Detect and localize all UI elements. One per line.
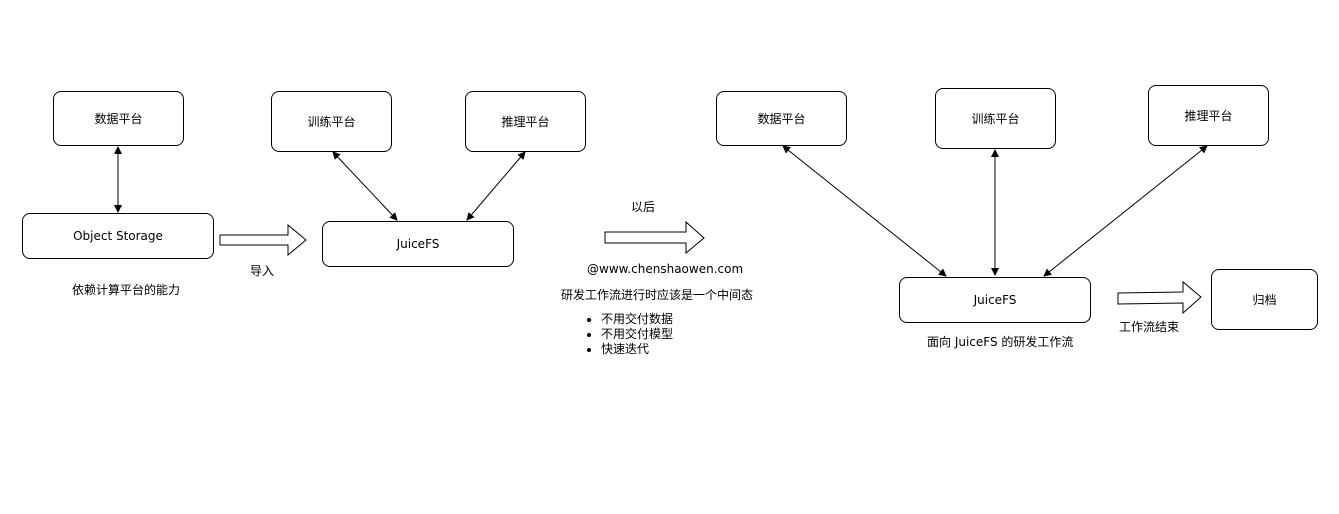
edge-right-data-platform-juicefs [782, 145, 947, 277]
infer-platform-label: 推理平台 [501, 115, 550, 129]
object-storage-node: Object Storage [22, 213, 214, 259]
right-train-platform-label: 训练平台 [971, 112, 1020, 126]
data-platform-label: 数据平台 [94, 112, 143, 126]
right-data-platform-node: 数据平台 [716, 91, 847, 146]
right-juicefs-label: JuiceFS [973, 293, 1017, 307]
list-item: 不用交付数据 [601, 312, 673, 327]
later-label: 以后 [631, 200, 656, 214]
list-item: 不用交付模型 [601, 327, 673, 342]
later-block-arrow [604, 220, 705, 255]
juicefs-workflow-caption: 面向 JuiceFS 的研发工作流 [927, 335, 1074, 349]
right-infer-platform-label: 推理平台 [1184, 109, 1233, 123]
juicefs-node: JuiceFS [322, 221, 514, 267]
right-train-platform-node: 训练平台 [935, 88, 1056, 149]
object-storage-label: Object Storage [73, 229, 163, 243]
edge-right-infer-platform-juicefs [1043, 145, 1208, 277]
right-infer-platform-node: 推理平台 [1148, 85, 1269, 146]
list-item: 快速迭代 [601, 342, 673, 357]
juicefs-label: JuiceFS [396, 237, 440, 251]
data-platform-node: 数据平台 [53, 91, 184, 146]
bullet-list: 不用交付数据 不用交付模型 快速迭代 [587, 312, 673, 357]
watermark-text: @www.chenshaowen.com [587, 262, 744, 276]
train-platform-node: 训练平台 [271, 91, 392, 152]
edge-train-platform-juicefs [332, 151, 398, 221]
train-platform-label: 训练平台 [307, 115, 356, 129]
right-juicefs-node: JuiceFS [899, 277, 1091, 323]
state-caption: 研发工作流进行时应该是一个中间态 [561, 288, 754, 302]
import-block-arrow [219, 223, 307, 257]
workflow-end-label: 工作流结束 [1119, 320, 1180, 334]
archive-node: 归档 [1211, 269, 1318, 330]
end-block-arrow [1117, 280, 1202, 315]
edge-infer-platform-juicefs [466, 151, 526, 221]
right-data-platform-label: 数据平台 [757, 112, 806, 126]
storage-caption: 依赖计算平台的能力 [72, 283, 181, 297]
import-label: 导入 [250, 264, 275, 278]
infer-platform-node: 推理平台 [465, 91, 586, 152]
archive-label: 归档 [1252, 293, 1277, 307]
